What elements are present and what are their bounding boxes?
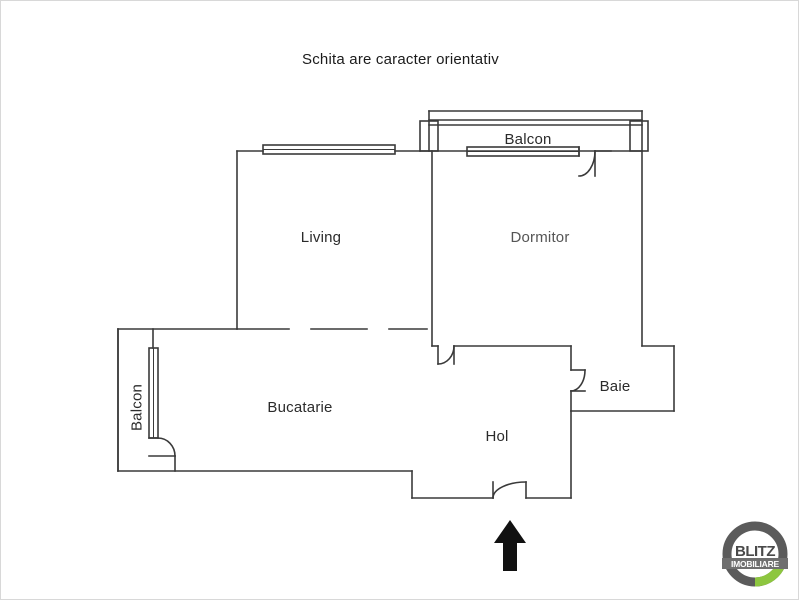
room-label-baie: Baie bbox=[599, 378, 631, 395]
room-walls-bucatarie-hol bbox=[117, 328, 675, 499]
room-label-dormitor: Dormitor bbox=[510, 229, 570, 246]
balcony-left-structure bbox=[117, 328, 154, 472]
wall-baie-left bbox=[570, 345, 586, 412]
logo-sub-band bbox=[722, 558, 788, 569]
room-label-balcon-left: Balcon bbox=[128, 383, 146, 432]
room-label-bucatarie: Bucatarie bbox=[267, 399, 333, 416]
page-title: Schita are caracter orientativ bbox=[302, 51, 499, 68]
logo-ring-icon bbox=[722, 521, 788, 587]
door-balcon-bucatarie bbox=[148, 437, 176, 472]
window-balcon-left bbox=[148, 347, 159, 439]
wall-dormitor-bottom bbox=[431, 345, 572, 365]
entrance-arrow bbox=[494, 520, 526, 571]
balcony-top-structure bbox=[419, 110, 649, 152]
room-walls-living bbox=[236, 150, 421, 330]
blitz-imobiliare-logo: BLITZ IMOBILIARE bbox=[720, 519, 790, 589]
room-label-hol: Hol bbox=[485, 428, 509, 445]
window-balcon-top bbox=[466, 146, 580, 157]
door-entrance bbox=[492, 481, 527, 499]
window-living-top bbox=[262, 144, 396, 155]
room-walls-dormitor bbox=[431, 150, 643, 347]
door-balcon-dormitor bbox=[578, 146, 612, 177]
room-label-living: Living bbox=[300, 229, 342, 246]
room-label-balcon-top: Balcon bbox=[504, 131, 552, 148]
